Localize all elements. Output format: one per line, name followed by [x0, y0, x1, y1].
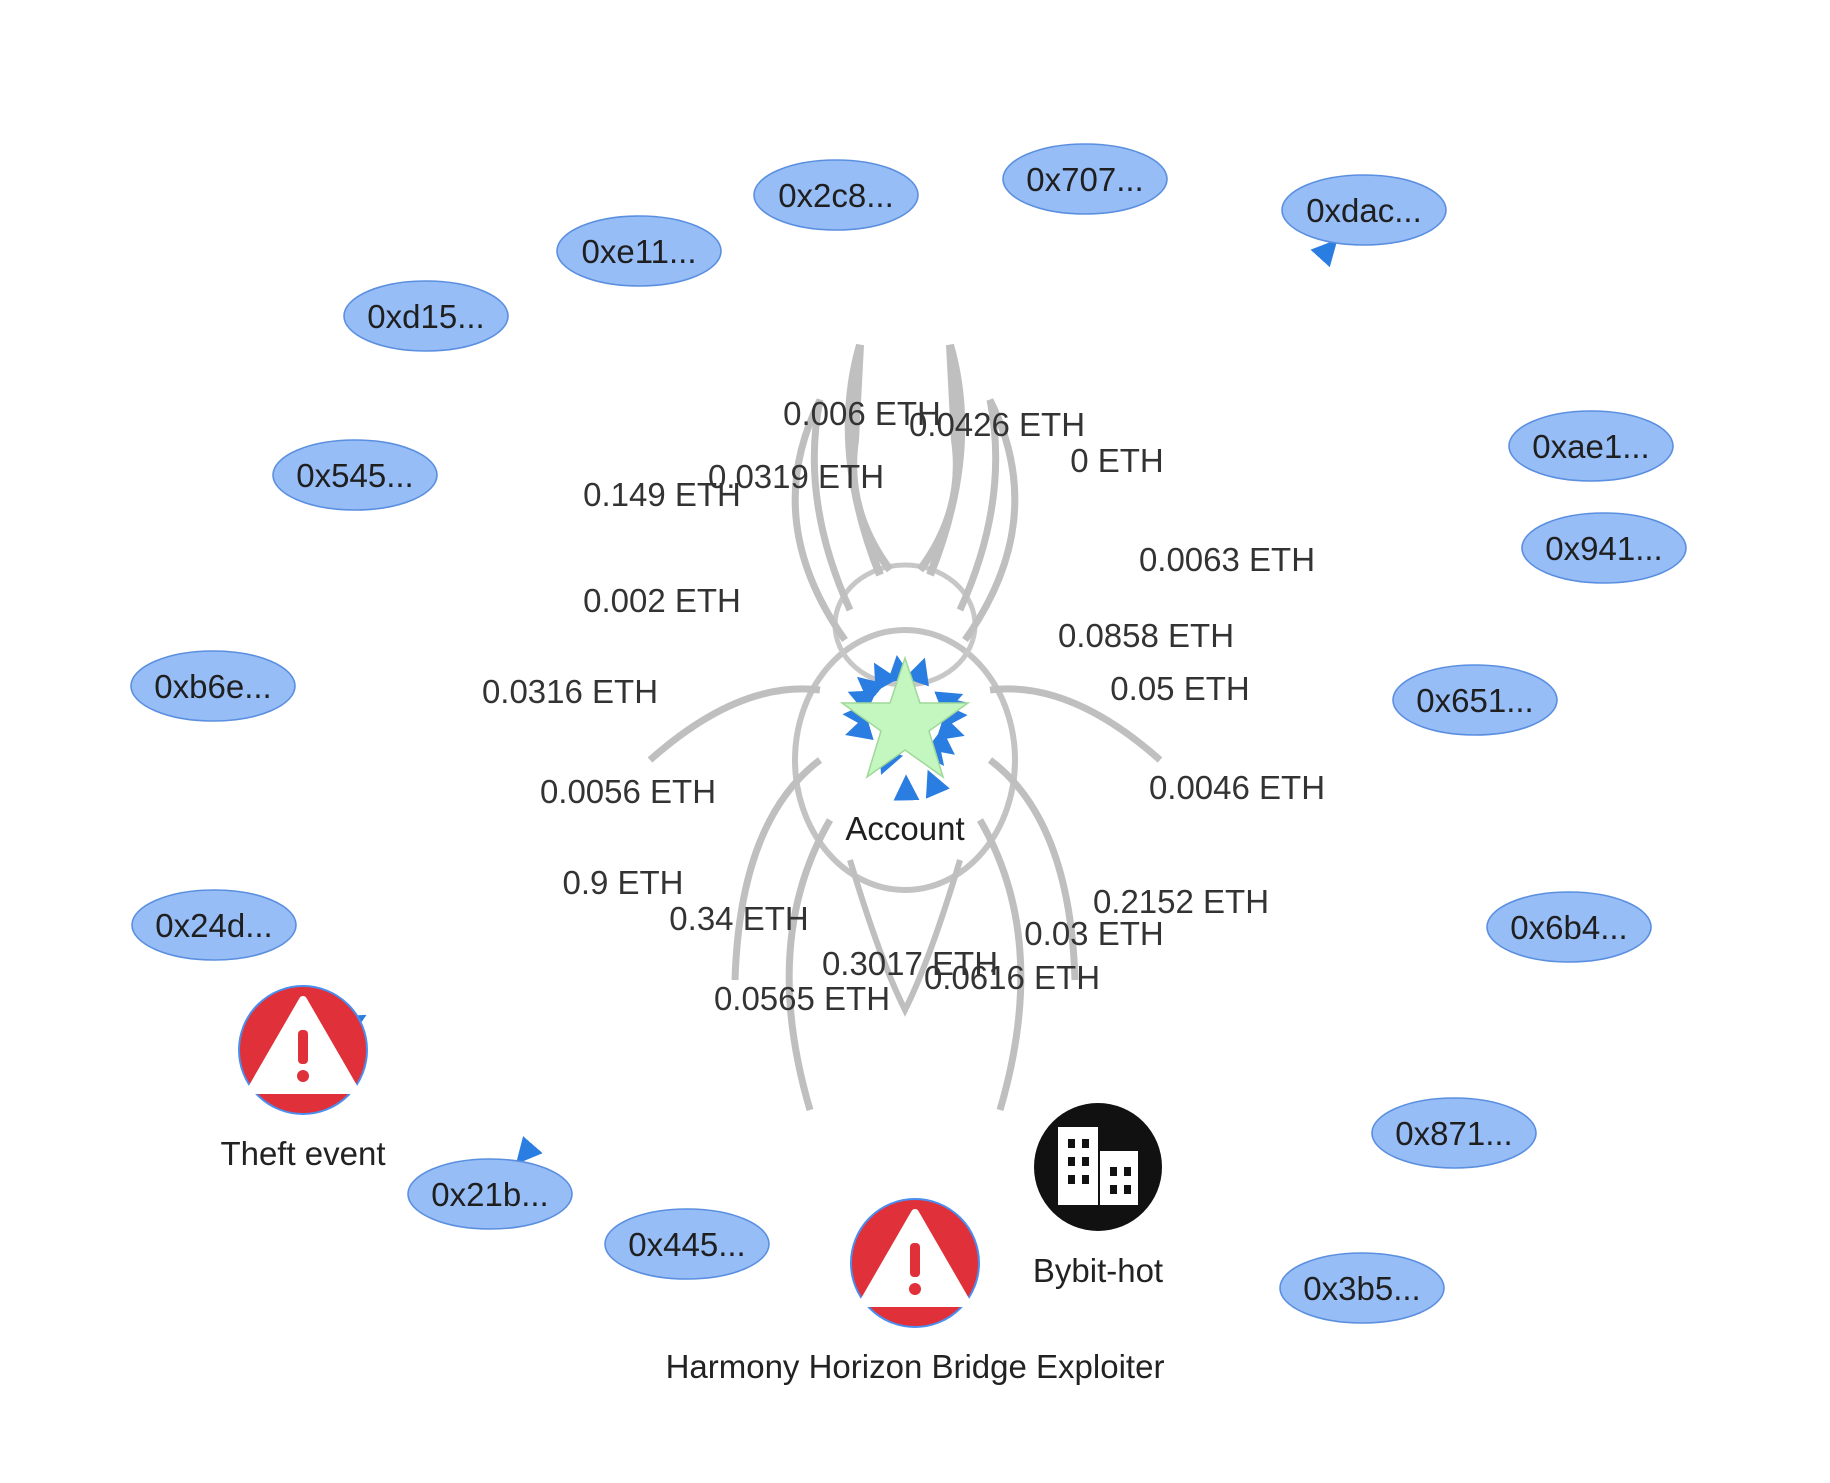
- edge-label-n13: 0.03 ETH: [1024, 915, 1163, 952]
- address-node-label: 0x24d...: [155, 907, 272, 944]
- edge-label-n11: 0.3017 ETH: [822, 945, 998, 982]
- edge-label-n5: 0.002 ETH: [583, 582, 741, 619]
- node-n18[interactable]: 0xae1...: [1508, 410, 1674, 482]
- address-node-label: 0x871...: [1395, 1115, 1512, 1152]
- node-n7[interactable]: 0x24d...: [131, 889, 297, 961]
- node-n2[interactable]: 0x2c8...: [753, 159, 919, 231]
- address-node-shape: [1486, 891, 1652, 963]
- address-node-shape: [556, 215, 722, 287]
- address-node-label: 0x651...: [1416, 682, 1533, 719]
- address-node-label: 0x21b...: [431, 1176, 548, 1213]
- edge-label-n17: 0.0858 ETH: [1058, 617, 1234, 654]
- node-n17[interactable]: 0x941...: [1521, 512, 1687, 584]
- address-node-shape: [1371, 1097, 1537, 1169]
- entity-label: Bybit-hot: [1033, 1252, 1163, 1289]
- address-node-label: 0xb6e...: [154, 668, 271, 705]
- edge-label-n10: 0.0565 ETH: [714, 980, 890, 1017]
- address-node-shape: [343, 280, 509, 352]
- address-node-label: 0x941...: [1545, 530, 1662, 567]
- warning-triangle-icon: [850, 1198, 980, 1328]
- address-node-shape: [1281, 174, 1447, 246]
- edge-n5: [847, 690, 877, 715]
- address-node-shape: [1002, 143, 1168, 215]
- address-node-shape: [1392, 664, 1558, 736]
- edge-n18: [934, 691, 964, 716]
- address-node-label: 0xe11...: [582, 233, 697, 270]
- node-n11[interactable]: Harmony Horizon Bridge Exploiter: [666, 1198, 1165, 1385]
- warning-triangle-icon: [238, 985, 368, 1115]
- node-n16[interactable]: 0x651...: [1392, 664, 1558, 736]
- node-n1[interactable]: 0x707...: [1002, 143, 1168, 215]
- address-node-shape: [604, 1208, 770, 1280]
- address-node-label: 0xd15...: [367, 298, 484, 335]
- address-node-shape: [1279, 1252, 1445, 1324]
- node-n10[interactable]: 0x445...: [604, 1208, 770, 1280]
- address-node-shape: [131, 889, 297, 961]
- spider-icon: [647, 343, 1163, 1111]
- account-node[interactable]: Account: [839, 655, 971, 847]
- node-n3[interactable]: 0xe11...: [556, 215, 722, 287]
- node-n8[interactable]: Theft event: [220, 985, 386, 1172]
- node-n5[interactable]: 0x545...: [272, 439, 438, 511]
- edge-label-n12: 0.0616 ETH: [924, 959, 1100, 996]
- node-layer: 0x707... 0x2c8... 0xe11... 0xd15... 0x545...…: [130, 143, 1687, 1385]
- address-node-shape: [1508, 410, 1674, 482]
- address-node-shape: [753, 159, 919, 231]
- edge-label-n18: 0.0063 ETH: [1139, 541, 1315, 578]
- edge-label-n7: 0.0056 ETH: [540, 773, 716, 810]
- address-node-label: 0x3b5...: [1303, 1270, 1420, 1307]
- edge-n4: [856, 676, 886, 704]
- node-n13[interactable]: 0x3b5...: [1279, 1252, 1445, 1324]
- address-node-shape: [272, 439, 438, 511]
- edge-label-n4: 0.149 ETH: [583, 476, 741, 513]
- node-n6[interactable]: 0xb6e...: [130, 650, 296, 722]
- edge-label-n6: 0.0316 ETH: [482, 673, 658, 710]
- edge-n12: [925, 769, 950, 799]
- building-icon: [1034, 1103, 1162, 1231]
- node-n14[interactable]: 0x871...: [1371, 1097, 1537, 1169]
- edge-n15: [935, 715, 965, 741]
- node-n15[interactable]: 0x6b4...: [1486, 891, 1652, 963]
- edge-label-n3: 0.0319 ETH: [708, 458, 884, 495]
- address-node-label: 0xae1...: [1532, 428, 1649, 465]
- edge-label-n16: 0.05 ETH: [1110, 670, 1249, 707]
- edge-label-n9: 0.34 ETH: [669, 900, 808, 937]
- star-icon: [839, 655, 971, 779]
- address-node-shape: [130, 650, 296, 722]
- edge-label-n15: 0.0046 ETH: [1149, 769, 1325, 806]
- edge-n1: [904, 657, 929, 687]
- node-n4[interactable]: 0xd15...: [343, 280, 509, 352]
- edge-label-n14: 0.2152 ETH: [1093, 883, 1269, 920]
- edge-n14: [926, 728, 955, 755]
- edge-label-n19: 0 ETH: [1070, 442, 1164, 479]
- node-n12[interactable]: Bybit-hot: [1033, 1103, 1163, 1289]
- edge-label-n2: 0.006 ETH: [783, 395, 941, 432]
- node-n19[interactable]: 0xdac...: [1281, 174, 1447, 246]
- edge-n7: [845, 715, 874, 740]
- address-node-label: 0x6b4...: [1510, 909, 1627, 946]
- address-node-label: 0x707...: [1026, 161, 1143, 198]
- center-label: Account: [845, 810, 964, 847]
- address-node-label: 0x545...: [296, 457, 413, 494]
- address-node-shape: [1521, 512, 1687, 584]
- entity-label: Harmony Horizon Bridge Exploiter: [666, 1348, 1165, 1385]
- address-node-label: 0x2c8...: [778, 177, 894, 214]
- entity-label: Theft event: [220, 1135, 385, 1172]
- node-n9[interactable]: 0x21b...: [407, 1158, 573, 1230]
- edge-label-n8: 0.9 ETH: [562, 864, 683, 901]
- address-node-label: 0xdac...: [1306, 192, 1422, 229]
- edge-label-n1: 0.0426 ETH: [909, 406, 1085, 443]
- address-node-shape: [407, 1158, 573, 1230]
- address-node-label: 0x445...: [628, 1226, 745, 1263]
